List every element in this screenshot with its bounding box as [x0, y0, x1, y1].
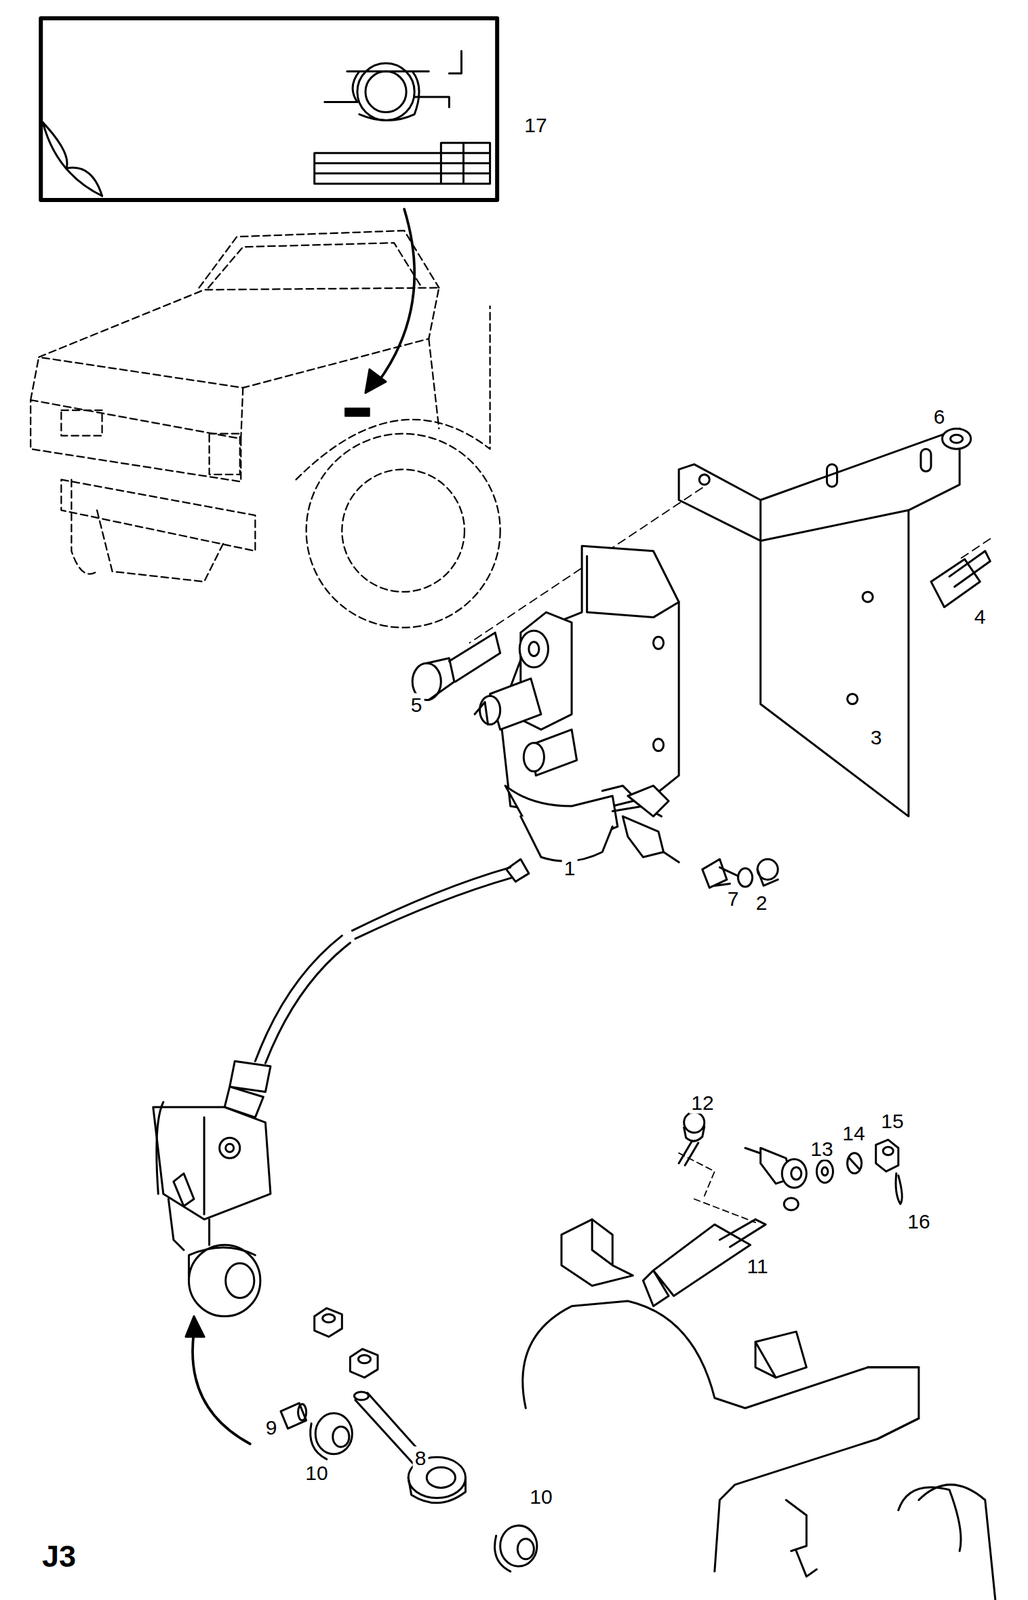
callout-number: 6: [931, 405, 948, 428]
callout-number: 8: [412, 1447, 429, 1470]
callout-number: 3: [868, 726, 885, 749]
callout-number: 4: [972, 605, 988, 628]
callout-number: 16: [905, 1210, 932, 1233]
callout-number: 2: [754, 891, 770, 915]
callout-number: 13: [808, 1137, 835, 1161]
figure-code: J3: [40, 1539, 78, 1574]
callout-number: 10: [303, 1461, 330, 1485]
callout-number: 1: [562, 857, 578, 880]
callout-number: 15: [878, 1110, 906, 1133]
callout-number: 9: [263, 1416, 280, 1439]
callout-number: 17: [522, 113, 549, 137]
callout-number: 11: [744, 1255, 770, 1278]
callout-number: 12: [688, 1091, 716, 1115]
callout-number: 10: [527, 1485, 555, 1509]
callout-number: 5: [408, 693, 425, 717]
callout-number: 14: [840, 1122, 867, 1145]
callout-number: 7: [725, 887, 742, 911]
